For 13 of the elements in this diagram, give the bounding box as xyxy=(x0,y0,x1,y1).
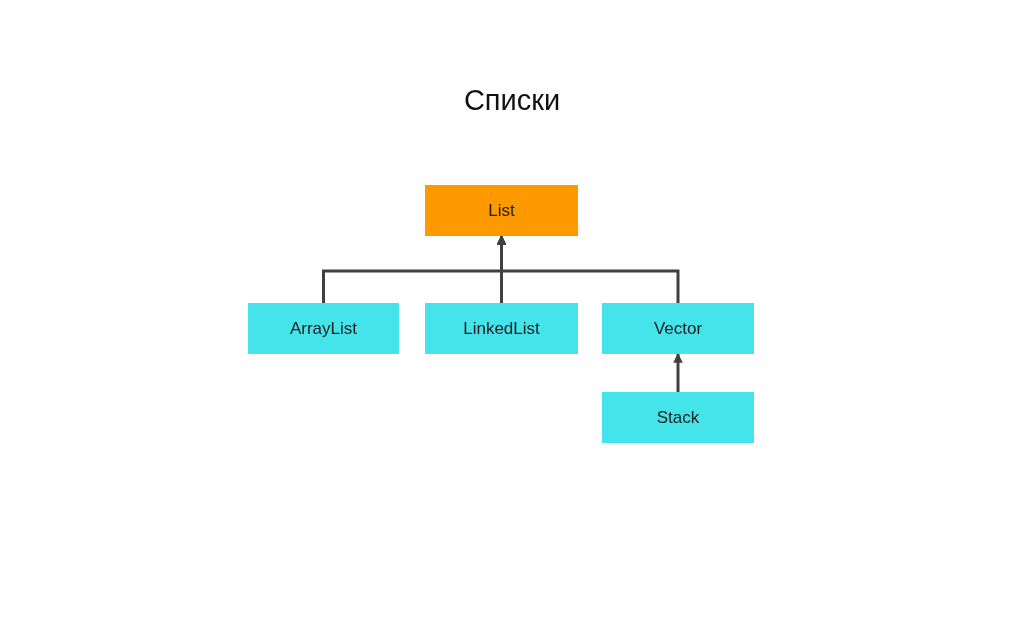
arrow xyxy=(496,235,680,303)
class-name: Stack xyxy=(656,407,700,428)
class-name: LinkedList xyxy=(463,318,540,339)
arrow xyxy=(673,353,683,392)
class-box xyxy=(602,392,754,443)
class-name: ArrayList xyxy=(289,318,358,339)
class-name: List xyxy=(488,200,515,221)
class-box xyxy=(425,303,578,354)
class-box xyxy=(248,303,399,354)
class-box xyxy=(425,185,578,236)
class-name: Vector xyxy=(653,318,703,339)
class-box xyxy=(602,303,754,354)
diagram-title: Списки xyxy=(462,84,562,117)
